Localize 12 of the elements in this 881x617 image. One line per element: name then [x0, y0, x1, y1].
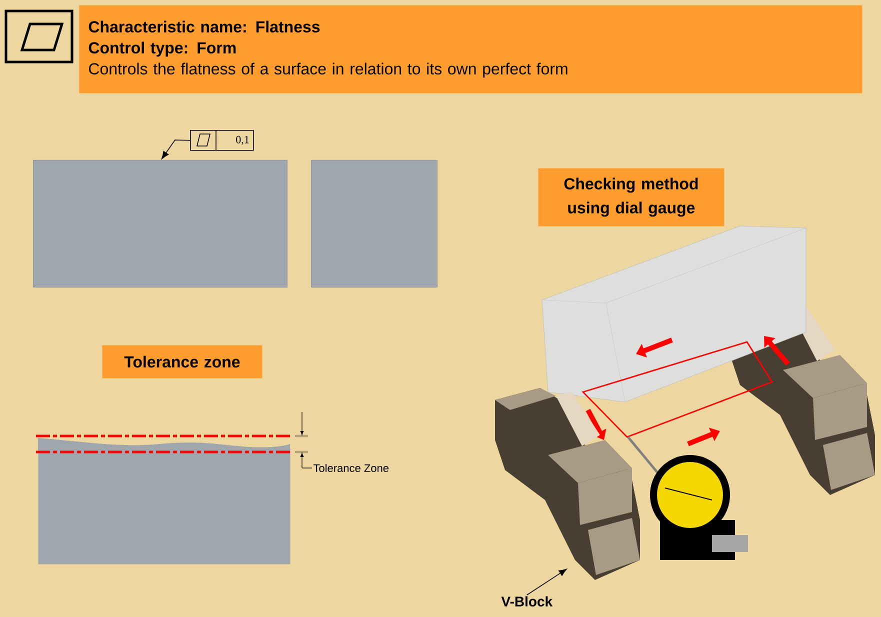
feature-control-frame: 0,1	[190, 130, 254, 151]
title-box: Tolerance zone	[102, 345, 262, 378]
leader-line	[526, 568, 567, 596]
part-front-view	[33, 160, 288, 288]
part-side-view	[311, 160, 438, 288]
leader-line	[162, 140, 190, 160]
part-profile	[38, 438, 290, 564]
title-box: Checking method using dial gauge	[538, 168, 724, 226]
dimension-label: Tolerance Zone	[313, 464, 389, 472]
part-label: V-Block	[501, 596, 553, 606]
v-block-drawing	[495, 388, 640, 580]
header-box: Characteristic name: Flatness Control type: Form Controls the flatness of a surface in relation to its own perfect form	[79, 5, 862, 94]
